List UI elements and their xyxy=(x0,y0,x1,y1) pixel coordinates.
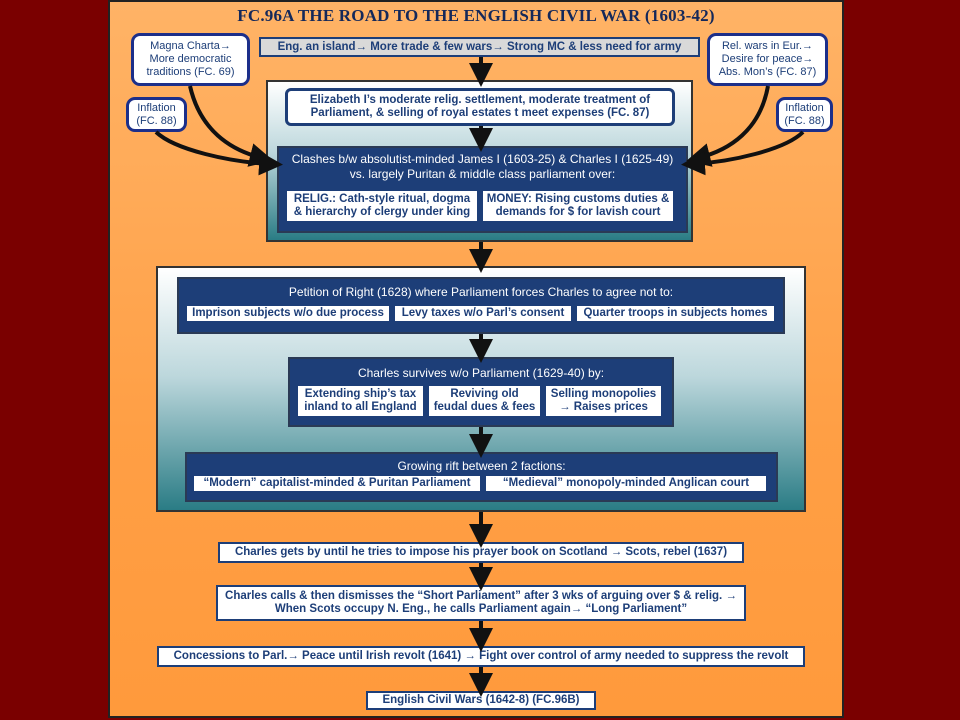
page-title: FC.96A THE ROAD TO THE ENGLISH CIVIL WAR… xyxy=(237,6,715,25)
civil-wars-box: English Civil Wars (1642-8) (FC.96B) xyxy=(366,691,596,710)
top-line-box: Eng. an island→ More trade & few wars→ S… xyxy=(259,37,700,57)
relig-box: RELIG.: Cath-style ritual, dogma & hiera… xyxy=(285,189,479,223)
petition-item-taxes: Levy taxes w/o Parl’s consent xyxy=(393,304,573,323)
petition-item-imprison: Imprison subjects w/o due process xyxy=(185,304,391,323)
inflation-right-bubble: Inflation (FC. 88) xyxy=(776,97,833,132)
clashes-header: Clashes b/w absolutist-minded James I (1… xyxy=(291,152,674,181)
petition-item-troops: Quarter troops in subjects homes xyxy=(575,304,776,323)
elizabeth-box: Elizabeth I’s moderate relig. settlement… xyxy=(285,88,675,126)
inflation-left-bubble: Inflation (FC. 88) xyxy=(126,97,187,132)
magna-charta-bubble: Magna Charta→ More democratic traditions… xyxy=(131,33,250,86)
money-box: MONEY: Rising customs duties & demands f… xyxy=(481,189,675,223)
concessions-box: Concessions to Parl.→ Peace until Irish … xyxy=(157,646,805,667)
rift-item-modern: “Modern” capitalist-minded & Puritan Par… xyxy=(192,474,482,493)
petition-header: Petition of Right (1628) where Parliamen… xyxy=(288,285,674,299)
prayer-book-box: Charles gets by until he tries to impose… xyxy=(218,542,744,563)
short-parliament-box: Charles calls & then dismisses the “Shor… xyxy=(216,585,746,621)
survives-header: Charles survives w/o Parliament (1629-40… xyxy=(357,366,605,380)
rift-header: Growing rift between 2 factions: xyxy=(397,459,566,473)
survives-item-ships-tax: Extending ship’s tax inland to all Engla… xyxy=(296,384,425,418)
religious-wars-bubble: Rel. wars in Eur.→ Desire for peace→ Abs… xyxy=(707,33,828,86)
survives-item-feudal-dues: Reviving old feudal dues & fees xyxy=(427,384,542,418)
rift-item-medieval: “Medieval” monopoly-minded Anglican cour… xyxy=(484,474,768,493)
survives-item-monopolies: Selling monopolies → Raises prices xyxy=(544,384,663,418)
